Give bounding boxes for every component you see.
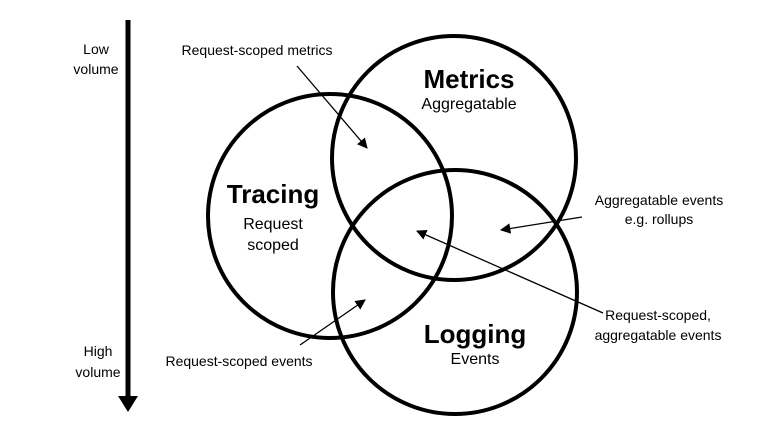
tracing-subtitle-line1: Request	[243, 216, 303, 233]
logging-circle	[331, 168, 579, 416]
callout-request-scoped-events: Request-scoped events	[165, 353, 312, 369]
arrow-request-scoped-events	[299, 299, 366, 346]
tracing-subtitle-line2: scoped	[247, 237, 299, 254]
logging-subtitle: Events	[451, 351, 500, 368]
arrow-request-scoped-aggregatable	[416, 230, 604, 314]
metrics-circle	[330, 34, 578, 282]
callout-aggregatable-events-line1: Aggregatable events	[595, 192, 723, 208]
metrics-title: Metrics	[423, 64, 514, 94]
metrics-subtitle: Aggregatable	[421, 96, 516, 113]
low-volume-label-line2: volume	[73, 61, 118, 77]
volume-axis-arrowhead	[118, 396, 138, 412]
arrow-request-scoped-metrics	[296, 65, 368, 149]
tracing-circle	[206, 92, 454, 340]
high-volume-label-line1: High	[84, 343, 113, 359]
volume-axis: Low volume High volume	[73, 20, 138, 412]
callout-request-scoped-metrics: Request-scoped metrics	[182, 42, 333, 58]
arrow-aggregatable-events	[499, 216, 583, 234]
high-volume-label-line2: volume	[75, 364, 120, 380]
logging-title: Logging	[424, 319, 527, 349]
callout-aggregatable-events-line2: e.g. rollups	[625, 211, 693, 227]
callout-request-scoped-aggregatable-line1: Request-scoped,	[605, 307, 711, 323]
tracing-title: Tracing	[227, 179, 319, 209]
callout-request-scoped-aggregatable-line2: aggregatable events	[595, 327, 722, 343]
low-volume-label-line1: Low	[83, 41, 110, 57]
